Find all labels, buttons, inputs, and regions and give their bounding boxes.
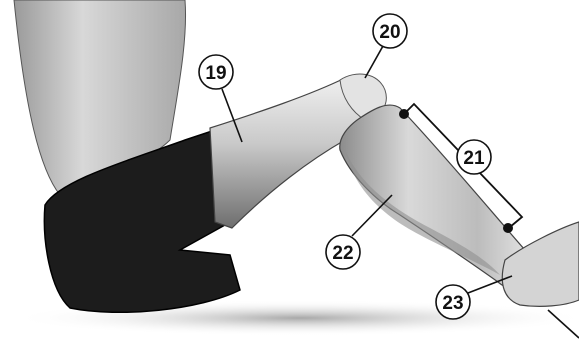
callout-23-label: 23 xyxy=(442,293,463,314)
callout-21-label: 21 xyxy=(463,148,485,169)
callout-20-label: 20 xyxy=(379,22,400,43)
callout-21-dot-bottom xyxy=(503,223,513,233)
callout-19-label: 19 xyxy=(205,63,226,84)
callout-21-dot-top xyxy=(399,109,409,119)
callout-20-leader xyxy=(365,46,383,78)
foot xyxy=(502,222,579,306)
callout-22-leader xyxy=(352,195,392,236)
callout-22-label: 22 xyxy=(332,243,353,264)
